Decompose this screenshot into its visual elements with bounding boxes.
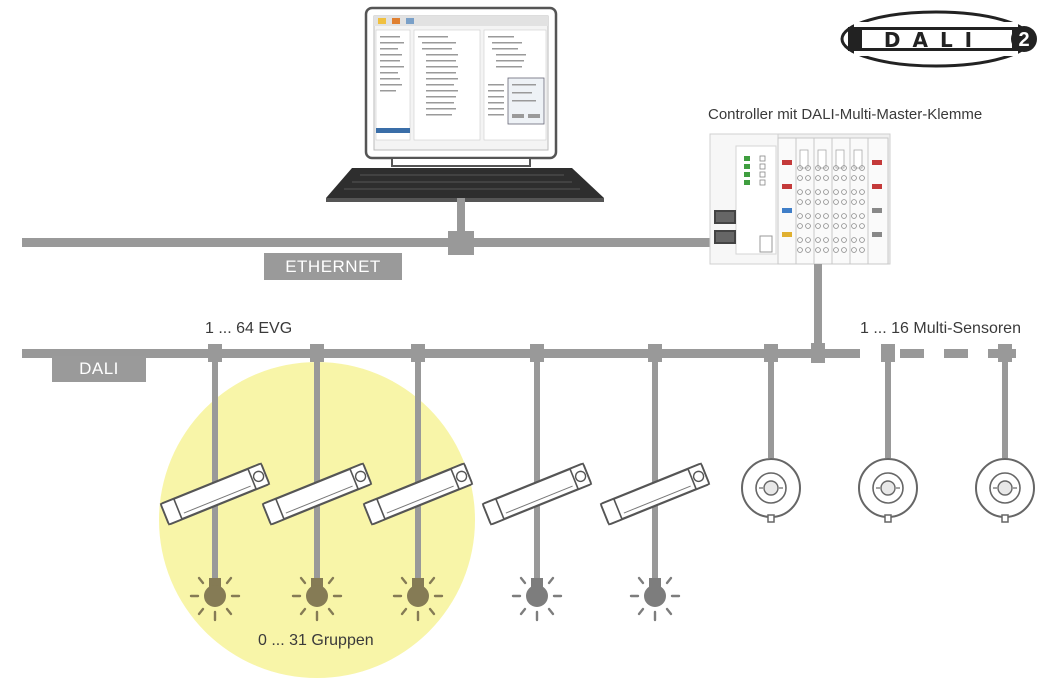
evg-unit (261, 344, 373, 622)
multi-sensor-icon (975, 344, 1035, 523)
ballast-icon (261, 462, 373, 526)
lamp-icon (392, 576, 444, 622)
ethernet-label: ETHERNET (264, 253, 402, 280)
evg-unit (599, 344, 711, 622)
evg-unit (159, 344, 271, 622)
multi-sensor-icon (741, 344, 801, 523)
dali2-logo-text: DALI (884, 28, 984, 52)
dali2-logo: 2 DALI (840, 10, 1037, 68)
controller-device (709, 133, 891, 265)
dali-bus (22, 343, 1016, 363)
evg-unit (362, 344, 474, 622)
lamp-icon (189, 576, 241, 622)
evg-unit (481, 344, 593, 622)
ballast-icon (599, 462, 711, 526)
ballast-icon (159, 462, 271, 526)
evg-count-label: 1 ... 64 EVG (205, 320, 293, 337)
multi-sensor-icon (858, 344, 918, 523)
sensor-count-label: 1 ... 16 Multi-Sensoren (860, 320, 1021, 337)
controller-title: Controller mit DALI-Multi-Master-Klemme (708, 106, 983, 123)
ballast-icon (362, 462, 474, 526)
sensor-devices (741, 344, 1035, 523)
ethernet-bus (22, 238, 712, 247)
lamp-icon (629, 576, 681, 622)
dali2-logo-version: 2 (1018, 29, 1029, 51)
laptop (326, 6, 604, 202)
lamp-icon (511, 576, 563, 622)
dali-label: DALI (52, 356, 146, 382)
ballast-icon (481, 462, 593, 526)
groups-label: 0 ... 31 Gruppen (258, 632, 374, 649)
lamp-icon (291, 576, 343, 622)
evg-devices (159, 344, 711, 622)
